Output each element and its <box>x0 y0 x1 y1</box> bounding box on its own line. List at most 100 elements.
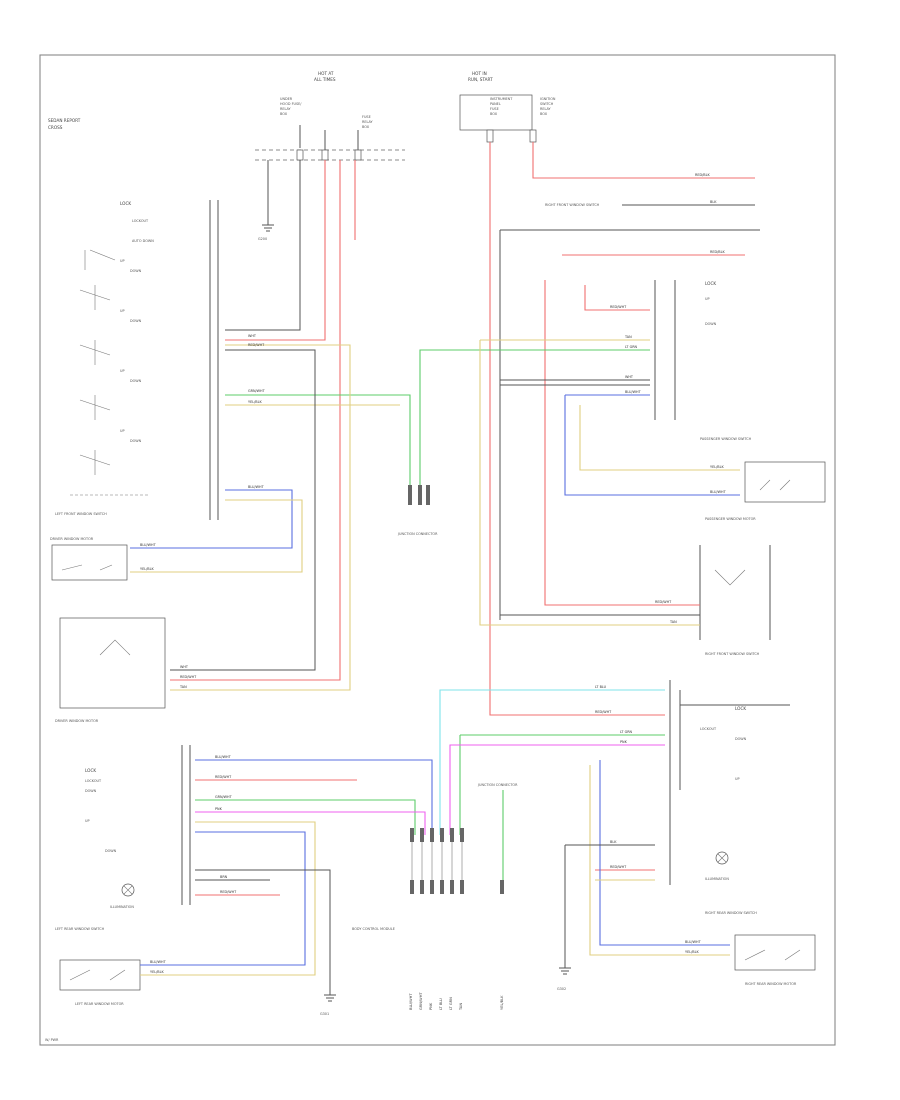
rf-lock-label: LOCK <box>705 281 716 286</box>
wire-label-13: RED/BLK <box>710 250 725 254</box>
right-rear-window-switch: LOCK LOCKOUT DOWN UP ILLUMINATION RIGHT … <box>669 680 790 915</box>
left-front-window-switch: LOCK LOCKOUT AUTO DOWN UP DOWN UP DOWN U… <box>55 200 219 520</box>
legend-line-2: CROSS <box>48 125 63 130</box>
right-mid-switch: RIGHT FRONT WINDOW SWITCH <box>699 545 771 656</box>
fuse-4-line-2: SWITCH <box>540 102 554 106</box>
wire-label-33: BLK <box>610 840 617 844</box>
rf-down-label: DOWN <box>705 322 717 326</box>
wire-label-2: RED/WHT <box>248 343 265 347</box>
fuse-3-line-3: FUSE <box>490 107 499 111</box>
lr-down-label: DOWN <box>85 789 97 793</box>
wire-label-1: WHT <box>248 334 257 338</box>
lr-up-label: UP <box>85 819 90 823</box>
ground-label-right: G302 <box>557 987 566 991</box>
passenger-motor-box: PASSENGER WINDOW MOTOR <box>705 461 826 521</box>
driver-motor-label: DRIVER WINDOW MOTOR <box>55 719 99 723</box>
magenta-wires <box>195 744 665 835</box>
cyan-wires <box>439 689 665 835</box>
driver-window-switch-box: DRIVER WINDOW MOTOR <box>50 537 128 581</box>
fuse-block-right: HOT IN RUN, START INSTRUMENT PANEL FUSE … <box>459 71 556 143</box>
right-front-module: RIGHT FRONT WINDOW SWITCH LOCK UP DOWN P… <box>499 203 760 620</box>
wire-label-27: BLU/WHT <box>215 755 232 759</box>
bcm-pin-label-1: BLU/WHT <box>409 993 413 1010</box>
left-rear-window-switch: LOCK LOCKOUT DOWN UP DOWN ILLUMINATION L… <box>55 745 191 931</box>
wire-label-16: LT GRN <box>625 345 638 349</box>
master-up-label-3: UP <box>120 369 125 373</box>
fuse-block-2-line-1: HOT IN <box>472 71 487 76</box>
junction-connector-label-2: JUNCTION CONNECTOR <box>477 783 518 787</box>
wire-label-17: WHT <box>625 375 634 379</box>
right-rear-motor-label: RIGHT REAR WINDOW MOTOR <box>745 982 797 986</box>
passenger-motor-label: PASSENGER WINDOW MOTOR <box>705 517 756 521</box>
right-rear-motor-box: RIGHT REAR WINDOW MOTOR <box>734 934 816 986</box>
driver-window-motor-box: DRIVER WINDOW MOTOR <box>55 617 166 723</box>
legend: SEDAN REPORT CROSS <box>48 118 81 130</box>
wire-label-26: PNK <box>620 740 628 744</box>
wire-label-4: YEL/BLK <box>248 400 262 404</box>
wire-label-18: BLU/WHT <box>625 390 642 394</box>
fuse-2-line-3: BOX <box>362 125 370 129</box>
junction-connector-top: JUNCTION CONNECTOR <box>397 485 438 536</box>
fuse-block-1-line-1: HOT AT <box>318 71 334 76</box>
wire-label-36: YEL/BLK <box>685 950 699 954</box>
gray-wires <box>170 160 755 985</box>
wire-label-12: BLK <box>710 200 717 204</box>
ground-label-left: G301 <box>320 1012 329 1016</box>
wire-label-14: RED/WHT <box>610 305 627 309</box>
master-up-label-1: UP <box>120 259 125 263</box>
wire-label-9: RED/WHT <box>180 675 197 679</box>
wire-label-28: RED/WHT <box>215 775 232 779</box>
legend-line-1: SEDAN REPORT <box>48 118 81 123</box>
fuse-4-line-4: BOX <box>540 112 548 116</box>
junction-connector-bottom: JUNCTION CONNECTOR <box>410 783 518 894</box>
fuse-3-line-2: PANEL <box>490 102 501 106</box>
ground-right: G302 <box>557 960 571 991</box>
fuse-2-line-2: RELAY <box>362 120 374 124</box>
wire-labels: WHT RED/WHT GRN/WHT YEL/BLK BLU/WHT BLU/… <box>140 173 727 974</box>
wire-label-3: GRN/WHT <box>248 389 266 393</box>
master-auto-down-label: AUTO DOWN <box>132 239 154 243</box>
wire-label-23: LT BLU <box>595 685 607 689</box>
junction-connector-label-1: JUNCTION CONNECTOR <box>397 532 438 536</box>
rf-up-label: UP <box>705 297 710 301</box>
left-rear-switch-label: LEFT REAR WINDOW SWITCH <box>55 927 105 931</box>
wire-label-21: RED/WHT <box>655 600 672 604</box>
fuse-1-line-3: RELAY <box>280 107 292 111</box>
illumination-left-label: ILLUMINATION <box>110 905 134 909</box>
fuse-block-1-line-2: ALL TIMES <box>314 77 336 82</box>
lr-lockout-label: LOCKOUT <box>85 779 102 783</box>
wire-label-8: WHT <box>180 665 189 669</box>
wire-label-29: GRN/WHT <box>215 795 233 799</box>
wire-label-31: BLU/WHT <box>150 960 167 964</box>
wire-label-25: LT GRN <box>620 730 633 734</box>
bcm-pin-label-4: LT BLU <box>439 998 443 1010</box>
bcm-pin-label-7: YEL/BLK <box>500 995 504 1010</box>
passenger-window-switch-label: PASSENGER WINDOW SWITCH <box>700 437 752 441</box>
wire-label-19: YEL/BLK <box>710 465 724 469</box>
rr-down-label: DOWN <box>735 737 747 741</box>
wire-label-10: TAN <box>179 685 187 689</box>
fuse-3-line-1: INSTRUMENT <box>490 97 513 101</box>
fuse-1-line-1: UNDER <box>280 97 293 101</box>
wire-label-22: TAN <box>669 620 677 624</box>
red-wires <box>170 142 755 896</box>
blue-wires <box>130 394 740 966</box>
wire-label-38: BRN <box>220 875 228 879</box>
bcm-pin-label-2: GRN/WHT <box>419 992 423 1010</box>
wire-label-6: BLU/WHT <box>140 543 157 547</box>
fuse-1-line-4: BOX <box>280 112 288 116</box>
footer-label: W/ PWR <box>45 1038 59 1042</box>
right-front-module-label: RIGHT FRONT WINDOW SWITCH <box>545 203 600 207</box>
rr-lockout-label: LOCKOUT <box>700 727 717 731</box>
master-lock-label: LOCK <box>120 201 131 206</box>
left-rear-motor-box: LEFT REAR WINDOW MOTOR <box>59 959 141 1006</box>
master-down-label-2: DOWN <box>130 319 142 323</box>
fuse-block-2-line-2: RUN, START <box>468 77 493 82</box>
left-rear-motor-label: LEFT REAR WINDOW MOTOR <box>75 1002 124 1006</box>
wire-label-37: RED/WHT <box>220 890 237 894</box>
wire-label-32: YEL/BLK <box>150 970 164 974</box>
master-down-label-3: DOWN <box>130 379 142 383</box>
lr-lock-label: LOCK <box>85 768 96 773</box>
wire-label-24: RED/WHT <box>595 710 612 714</box>
driver-motor-label-top: DRIVER WINDOW MOTOR <box>50 537 94 541</box>
